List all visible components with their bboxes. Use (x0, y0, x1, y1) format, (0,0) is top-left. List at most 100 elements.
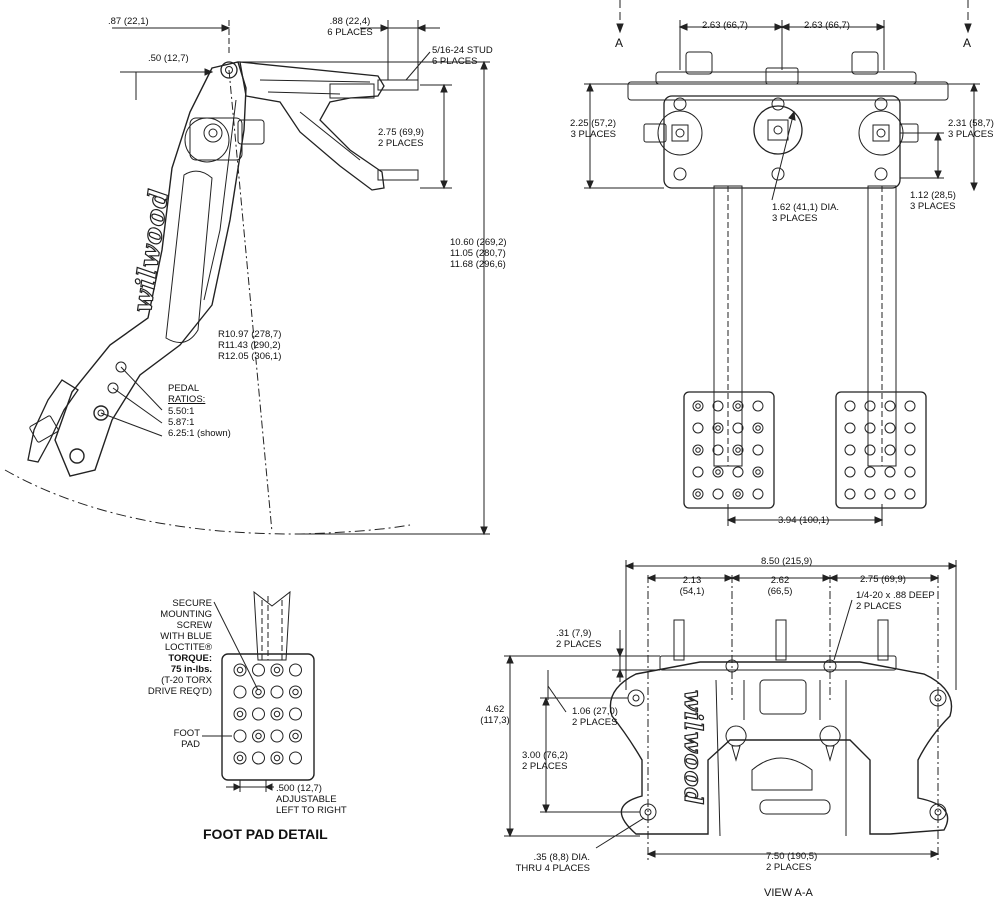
pad-hole (733, 467, 743, 477)
radius-line (229, 70, 272, 532)
aa-hole-tl (628, 690, 644, 706)
pad-hole-inner (696, 404, 701, 409)
aa-rib-left (716, 680, 744, 836)
pad-hole (865, 467, 875, 477)
pad-hole-inner (736, 448, 741, 453)
pad-hole-inner (256, 733, 261, 738)
pad-hole (845, 445, 855, 455)
pad-bolt-2 (70, 449, 84, 463)
pad-hole (271, 708, 283, 720)
pad-hole (713, 401, 723, 411)
pad-hole (733, 445, 743, 455)
pad-hole (885, 423, 895, 433)
pad-hole-inner (716, 426, 721, 431)
dim-275-label: 2.75 (69,9)2 PLACES (378, 127, 424, 149)
top-block-mid (766, 68, 798, 84)
aa-tap-leader (834, 600, 852, 660)
pad-hole (290, 664, 302, 676)
pad-hole (234, 708, 246, 720)
aa-031-arrows (617, 649, 623, 677)
section-arrow-right (965, 24, 971, 32)
aa-keyhole-left (726, 726, 746, 760)
pad-hole (865, 401, 875, 411)
side-foot-pad (28, 380, 78, 462)
top-dim-arrows (680, 24, 884, 30)
ratio-hole-3 (94, 406, 108, 420)
aa-stud-3 (878, 620, 888, 660)
pivot-hole (221, 62, 237, 78)
pad-hole-inner (293, 689, 298, 694)
aa-300-label: 3.00 (76,2)2 PLACES (522, 750, 568, 772)
view-aa (504, 560, 956, 860)
ratio-leader-2 (113, 388, 162, 423)
pad-hole-inner (696, 492, 701, 497)
dia-162-arrow (789, 112, 795, 120)
aa-pocket-slot (760, 800, 830, 814)
dia-162-leader (772, 112, 794, 200)
dim-088-label: .88 (22,4)6 PLACES (327, 16, 373, 38)
section-arrow-left (617, 24, 623, 32)
stud-leader (406, 52, 430, 80)
dim-050-arrow (205, 69, 212, 75)
pad-hole (713, 445, 723, 455)
pad-hole (733, 401, 743, 411)
cyl-port-left-hole (676, 129, 684, 137)
aa-275-label: 2.75 (69,9) (860, 574, 906, 585)
side-view (5, 20, 490, 534)
pad-hole (845, 423, 855, 433)
aa-106-leader (548, 686, 566, 712)
pad-hole (845, 401, 855, 411)
dia-162-label: 1.62 (41,1) DIA.3 PLACES (772, 202, 840, 224)
radius-arc (5, 470, 410, 534)
dim-394-arrows (728, 517, 882, 523)
pad-hole (253, 752, 265, 764)
pad-hole (290, 730, 302, 742)
bracket-rib (260, 80, 370, 160)
clevis-pin-inner (209, 129, 217, 137)
top-stud-right (852, 52, 878, 74)
pad-hole (713, 423, 723, 433)
view-aa-title: VIEW A-A (764, 887, 813, 899)
pad-bolt-1 (98, 410, 104, 416)
dim-087-label: .87 (22,1) (108, 16, 149, 27)
pad-hole-inner (274, 711, 279, 716)
cyl-port-mid-hole (774, 126, 782, 134)
arm-slot (166, 171, 212, 342)
pad-hole-inner (237, 755, 242, 760)
front-view (584, 0, 980, 526)
aa-hole-tl-c (633, 695, 639, 701)
clevis-outer (185, 118, 229, 162)
aa-750-arrows (648, 851, 938, 857)
bolt-3 (875, 98, 887, 110)
aa-overall-arrows (626, 563, 956, 569)
pad-hole (885, 445, 895, 455)
front-pad-left (684, 392, 774, 508)
pad-hole (845, 467, 855, 477)
detail-arm (254, 592, 290, 660)
pad-hole (713, 467, 723, 477)
pad-hole-inner (237, 711, 242, 716)
bolt-2 (772, 98, 784, 110)
dim-231-label: 2.31 (58,7)3 PLACES (948, 118, 994, 140)
aa-base-outline (610, 662, 951, 834)
pad-hole (753, 423, 763, 433)
arm-inner-edge (204, 100, 236, 300)
pad-hole (753, 401, 763, 411)
dim-275-arrow-b (441, 181, 447, 188)
dim-225-arrows (587, 84, 593, 188)
bolt-1 (674, 98, 686, 110)
detail-pad (222, 654, 314, 780)
pad-hole (905, 467, 915, 477)
pad-hole (885, 489, 895, 499)
pad-hole (290, 708, 302, 720)
aa-213-label: 2.13(54,1) (679, 575, 705, 597)
dim-050-label: .50 (12,7) (148, 53, 189, 64)
detail-pad-holes (234, 664, 302, 764)
pad-hole-inner (274, 755, 279, 760)
